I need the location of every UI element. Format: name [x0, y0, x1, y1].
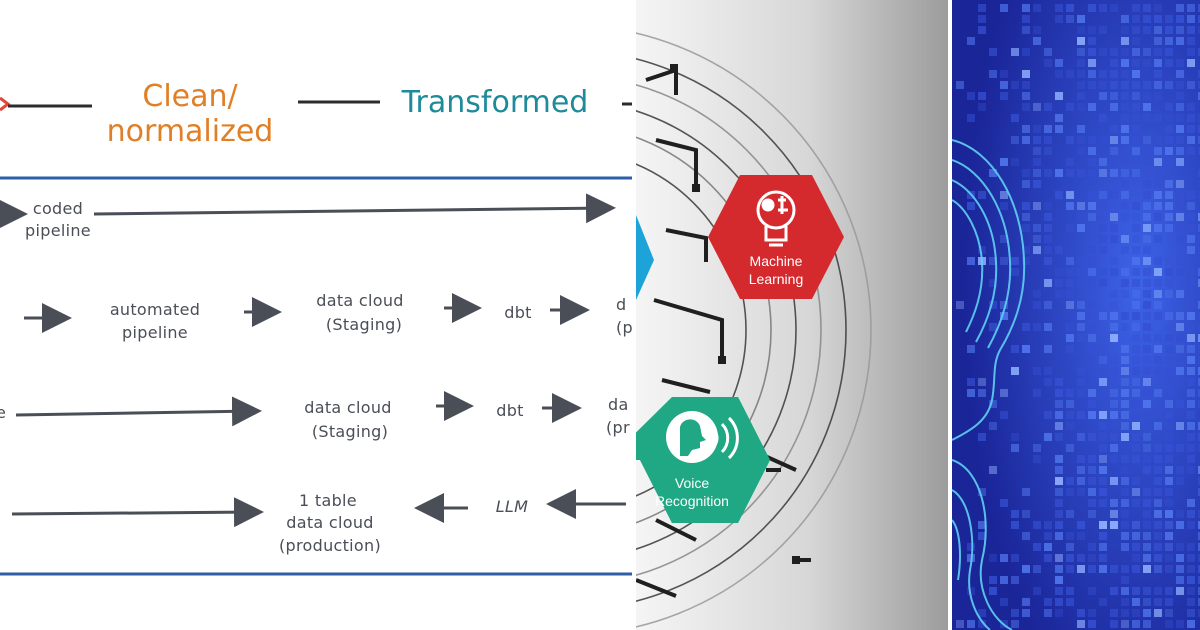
row3-dbt: dbt	[496, 401, 524, 420]
row2-partial-line1: d	[616, 295, 626, 314]
row3-partial-line1: da	[608, 395, 629, 414]
row2-dbt: dbt	[504, 303, 532, 322]
header-clean-line1: Clean/	[142, 79, 238, 114]
voice-recognition-label-line1: Voice	[675, 475, 709, 491]
header-clean-line2: normalized	[107, 114, 274, 149]
circuit-graphic: Machine Learning Voice Recognition	[636, 32, 872, 628]
row4-table-line3: (production)	[279, 536, 381, 555]
panel-gap-1	[632, 0, 636, 630]
row3-arrow-1	[15, 396, 262, 427]
row2-datacloud-line2: (Staging)	[326, 315, 402, 334]
machine-learning-label-line2: Learning	[749, 271, 804, 287]
head-profile-outline	[952, 139, 1026, 630]
red-mark-partial	[0, 96, 11, 112]
voice-recognition-label-line2: Recognition	[655, 493, 729, 509]
row2-partial-line2: (p	[616, 318, 632, 337]
pipeline-diagram: Clean/ normalized Transformed coded pipe…	[0, 79, 632, 576]
row3-datacloud-line2: (Staging)	[312, 422, 388, 441]
row3-partial-line2: (pr	[606, 418, 630, 437]
row4-llm: LLM	[496, 497, 529, 516]
row3-partial-lead: e	[0, 403, 6, 422]
brain-gear-icon	[756, 190, 796, 247]
digital-head-panel	[952, 0, 1200, 630]
row2-datacloud-line1: data cloud	[316, 291, 403, 310]
ai-circuit-panel: Machine Learning Voice Recognition	[636, 0, 948, 630]
binary-grid	[956, 4, 1200, 628]
row4-table-line2: data cloud	[286, 513, 373, 532]
blue-hexagon-partial	[636, 215, 654, 300]
row4-table-line1: 1 table	[299, 491, 357, 510]
voice-icon	[666, 411, 739, 463]
panel-gap-2	[948, 0, 952, 630]
row1-arrow-long	[93, 193, 616, 224]
row1-coded-line2: pipeline	[25, 221, 91, 240]
row2-automated-line1: automated	[110, 300, 200, 319]
row2-automated-line2: pipeline	[122, 323, 188, 342]
machine-learning-hexagon	[708, 175, 844, 299]
digital-head-graphic	[952, 0, 1200, 630]
row1-coded-line1: coded	[33, 199, 83, 218]
header-transformed: Transformed	[401, 85, 589, 120]
pipeline-diagram-panel: Clean/ normalized Transformed coded pipe…	[0, 79, 632, 576]
row4-arrow-1	[11, 497, 264, 528]
row3-datacloud-line1: data cloud	[304, 398, 391, 417]
machine-learning-label-line1: Machine	[750, 253, 803, 269]
